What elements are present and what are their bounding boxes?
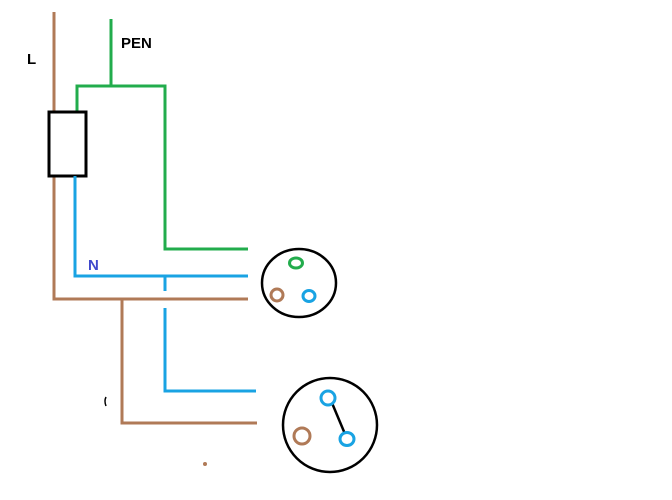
- socket-bridged-top-terminal: [319, 389, 337, 407]
- socket-bridged: [281, 376, 379, 474]
- neutral-label: N: [88, 257, 99, 274]
- pen-conductor: [75, 19, 113, 114]
- socket-bridged-line-terminal: [292, 426, 312, 446]
- line-label: L: [27, 51, 36, 68]
- stray-dot: [203, 462, 207, 466]
- stray-mark: [104, 396, 107, 407]
- pen-splitter-box: [47, 110, 88, 178]
- pen-label: PEN: [121, 35, 152, 52]
- socket-pe-terminal: [288, 256, 304, 270]
- neutral-branch-lower: [163, 308, 256, 393]
- socket-bridged-outline: [281, 376, 379, 474]
- line-branch: [120, 299, 257, 425]
- socket-neutral-terminal: [301, 289, 317, 303]
- line-conductor: [52, 12, 248, 301]
- neutral-conductor: [73, 176, 248, 278]
- socket-grounded: [260, 247, 338, 319]
- socket-bridge-wire: [330, 402, 347, 435]
- socket-bridged-bottom-terminal: [338, 431, 356, 447]
- socket-line-terminal: [269, 287, 285, 303]
- pe-conductor: [111, 84, 248, 251]
